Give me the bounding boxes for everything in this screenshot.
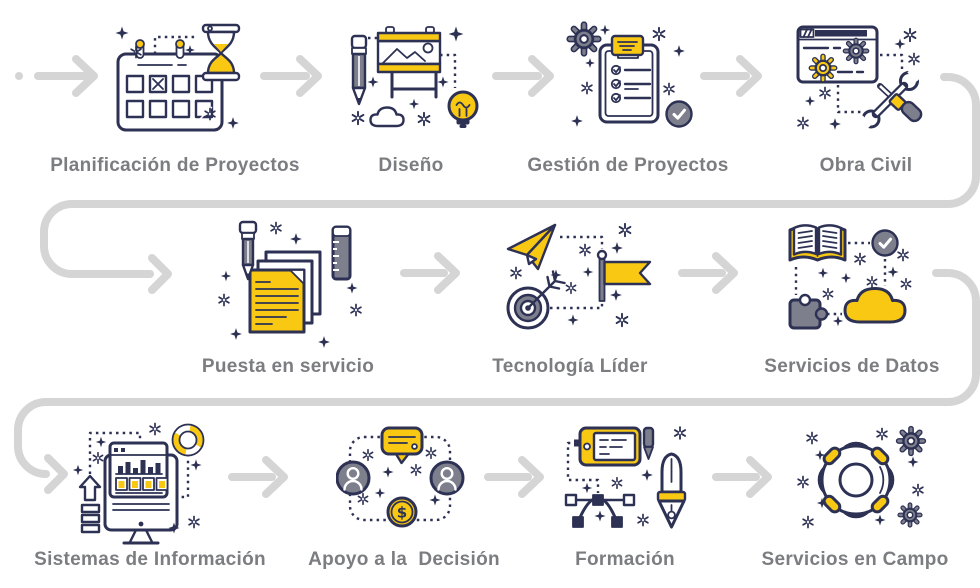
calendar-hourglass-icon xyxy=(115,23,241,132)
window-tools-icon xyxy=(796,25,926,134)
flow-step-label: Planificación de Proyectos xyxy=(50,155,300,176)
flow-step-label: Formación xyxy=(575,549,675,570)
flow-arrow xyxy=(228,456,288,498)
flow-arrow xyxy=(484,456,544,498)
flow-step-label: Diseño xyxy=(378,155,444,176)
flow-step-label: Servicios en Campo xyxy=(761,549,949,570)
book-cloud-puzzle-icon xyxy=(788,224,912,330)
flow-arrow xyxy=(400,252,460,294)
row-wrap-connector xyxy=(14,269,980,494)
target-plane-flag-icon xyxy=(506,222,652,330)
flow-arrow xyxy=(712,456,772,498)
flow-start-dot xyxy=(15,72,23,80)
easel-pen-bulb-icon xyxy=(350,26,479,128)
flow-arrow xyxy=(260,55,322,97)
flow-arrow xyxy=(678,252,738,294)
flow-step-label: Servicios de Datos xyxy=(764,356,940,377)
people-money-chat-icon: $ xyxy=(336,426,465,528)
flow-arrow xyxy=(700,55,762,97)
lifebuoy-gears-icon xyxy=(797,412,935,529)
clipboard-checklist-icon xyxy=(560,8,693,128)
flow-arrow xyxy=(34,55,98,97)
row-wrap-connector xyxy=(40,73,980,294)
flow-step-label: Apoyo a la Decisión xyxy=(308,549,500,570)
flow-step-label: Tecnología Líder xyxy=(492,356,648,377)
flow-step-label: Puesta en servicio xyxy=(201,356,375,377)
monitor-chart-icon xyxy=(72,422,205,545)
flow-step-label: Sistemas de Información xyxy=(34,549,266,570)
flow-step-label: Obra Civil xyxy=(819,155,913,176)
flow-arrow xyxy=(492,55,554,97)
tablet-pen-bezier-icon xyxy=(564,426,687,529)
flow-step-label: Gestión de Proyectos xyxy=(527,155,729,176)
documents-pencil-ruler-icon xyxy=(218,220,362,348)
svg-text:$: $ xyxy=(397,504,407,522)
